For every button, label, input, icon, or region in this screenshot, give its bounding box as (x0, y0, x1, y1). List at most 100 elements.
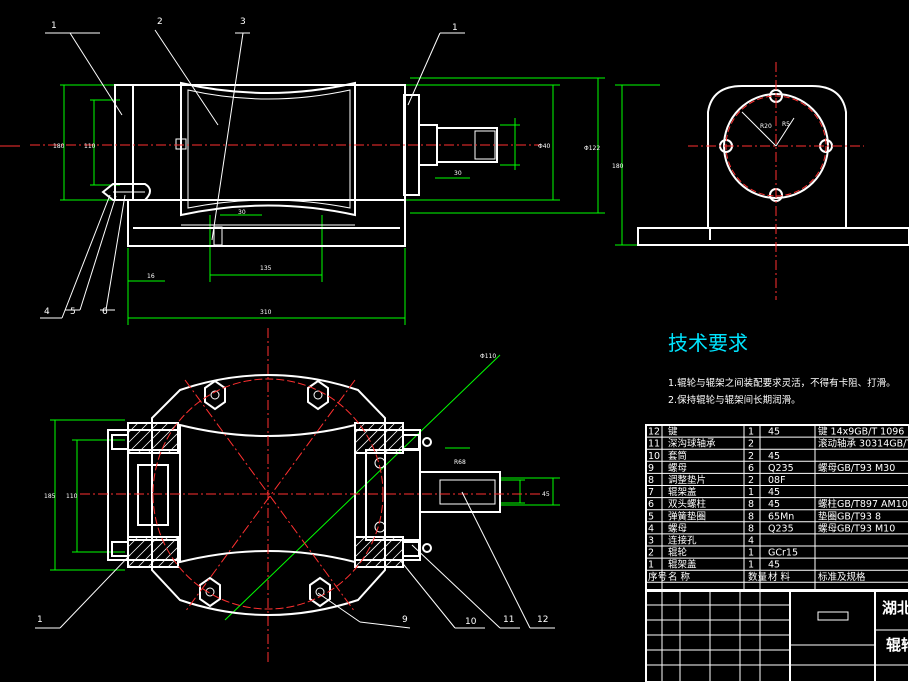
callout-5: 5 (70, 307, 76, 317)
bom-cell-name: 名 称 (668, 571, 691, 583)
bom-cell-name: 连接孔 (668, 535, 697, 547)
dim-top-right: 45 (542, 491, 550, 498)
tech-note-1: 1.辊轮与辊架之间装配要求灵活，不得有卡阻、打滑。 (668, 377, 896, 389)
dim-bottom-30: 30 (238, 209, 246, 216)
bom-cell-qty: 2 (748, 439, 754, 450)
dim-shaft-dia: Φ40 (538, 143, 551, 150)
hatching (127, 422, 404, 568)
bom-cell-no: 11 (648, 439, 660, 450)
bom-cell-std: 垫圈GB/T93 8 (818, 510, 881, 522)
callout-1-left: 1 (51, 21, 57, 31)
bom-cell-mat: 45 (768, 451, 780, 462)
bom-cell-no: 7 (648, 487, 654, 498)
bom-cell-name: 辊轮 (668, 547, 688, 559)
front-section-view: 1 2 3 1 4 5 6 180 110 30 135 16 310 30 Φ… (0, 17, 605, 325)
bom-cell-qty: 4 (748, 536, 754, 547)
bom-cell-std: 滚动轴承 30314GB/T2 (818, 438, 909, 450)
dim-16: 16 (147, 273, 155, 280)
dim-left-outer: 180 (53, 143, 65, 150)
bom-cell-qty: 6 (748, 463, 754, 474)
bom-cell-name: 螺母 (668, 463, 687, 474)
bom-cell-name: 套筒 (668, 450, 687, 462)
bom-cell-std: 标准及规格 (818, 571, 866, 583)
tech-note-2: 2.保持辊轮与辊架间长期润滑。 (668, 394, 801, 406)
bom-cell-qty: 2 (748, 475, 754, 486)
side-view: R20 R5 180 (612, 62, 909, 300)
technical-requirements: 技术要求 1.辊轮与辊架之间装配要求灵活，不得有卡阻、打滑。 2.保持辊轮与辊架… (668, 331, 896, 406)
dim-top-diag: Φ110 (480, 353, 496, 360)
bom-cell-name: 双头螺柱 (668, 498, 707, 510)
bom-cell-no: 9 (648, 463, 654, 474)
dim-top-r: R68 (454, 459, 466, 466)
bom-cell-qty: 1 (748, 487, 754, 498)
bom-cell-mat: Q235 (768, 523, 794, 534)
bom-cell-no: 10 (648, 451, 660, 462)
title-block-drawing: 辊轮 (886, 636, 909, 654)
bom-cell-name: 深沟球轴承 (668, 438, 716, 450)
callout-1-right: 1 (452, 23, 458, 33)
title-block: 湖北 辊轮 (645, 590, 909, 682)
dim-right-total: 180 (612, 163, 624, 170)
bom-cell-name: 弹簧垫圈 (668, 510, 706, 522)
dim-top-left-inner: 110 (66, 493, 78, 500)
bom-cell-mat: GCr15 (768, 548, 798, 559)
bom-cell-qty: 2 (748, 451, 754, 462)
callout-top-9: 9 (402, 615, 408, 625)
bom-cell-name: 键 (668, 426, 678, 438)
dim-side-r2: R5 (782, 121, 790, 128)
bom-cell-name: 辊架盖 (668, 559, 697, 571)
bom-cell-mat: 08F (768, 475, 786, 486)
bom-cell-no: 4 (648, 523, 654, 534)
bom-cell-std: 螺母GB/T93 M30 (818, 463, 895, 474)
bom-cell-qty: 1 (748, 548, 754, 559)
bom-cell-no: 12 (648, 427, 660, 438)
bom-cell-qty: 数量 (748, 571, 768, 583)
top-view: 1 9 10 11 12 185 110 45 Φ110 R68 (35, 328, 560, 662)
bom-cell-mat: 45 (768, 487, 780, 498)
callout-3: 3 (240, 17, 246, 27)
bom-cell-std: 键 14x9GB/T 1096 (818, 426, 904, 438)
callout-top-1: 1 (37, 615, 43, 625)
bom-cell-no: 序号 (648, 571, 667, 583)
dim-top-left-outer: 185 (44, 493, 56, 500)
bom-cell-no: 2 (648, 548, 654, 559)
dim-side-r1: R20 (760, 123, 772, 130)
callout-2: 2 (157, 17, 163, 27)
bom-cell-mat: 65Mn (768, 511, 794, 522)
bom-cell-name: 螺母 (668, 523, 687, 534)
callout-4: 4 (44, 307, 50, 317)
title-block-org: 湖北 (882, 599, 909, 617)
bom-cell-qty: 8 (748, 499, 754, 510)
callout-top-11: 11 (503, 615, 514, 625)
bom-cell-mat: 材 料 (768, 571, 791, 583)
bom-cell-qty: 8 (748, 523, 754, 534)
bom-cell-name: 调整垫片 (668, 474, 706, 486)
bom-cell-no: 1 (648, 560, 654, 571)
bom-cell-no: 6 (648, 499, 654, 510)
dim-right-outer: Φ122 (584, 145, 600, 152)
bom-cell-qty: 8 (748, 511, 754, 522)
tech-title: 技术要求 (668, 331, 748, 355)
dim-shaft-30: 30 (454, 170, 462, 177)
callout-top-12: 12 (537, 615, 548, 625)
bom-cell-mat: 45 (768, 427, 780, 438)
bom-cell-qty: 1 (748, 427, 754, 438)
bom-cell-no: 3 (648, 536, 654, 547)
dim-135: 135 (260, 265, 272, 272)
bom-cell-name: 辊架盖 (668, 486, 697, 498)
callout-top-10: 10 (465, 617, 477, 627)
bom-cell-no: 8 (648, 475, 654, 486)
dim-left-inner: 110 (84, 143, 96, 150)
bom-cell-mat: Q235 (768, 463, 794, 474)
bom-cell-std: 螺母GB/T93 M10 (818, 523, 895, 534)
dim-310: 310 (260, 309, 272, 316)
callout-6: 6 (102, 307, 108, 317)
bom-cell-qty: 1 (748, 560, 754, 571)
bom-cell-std: 螺柱GB/T897 AM10 (818, 498, 908, 510)
bom-cell-mat: 45 (768, 499, 780, 510)
bom-cell-mat: 45 (768, 560, 780, 571)
bom-cell-no: 5 (648, 511, 654, 522)
